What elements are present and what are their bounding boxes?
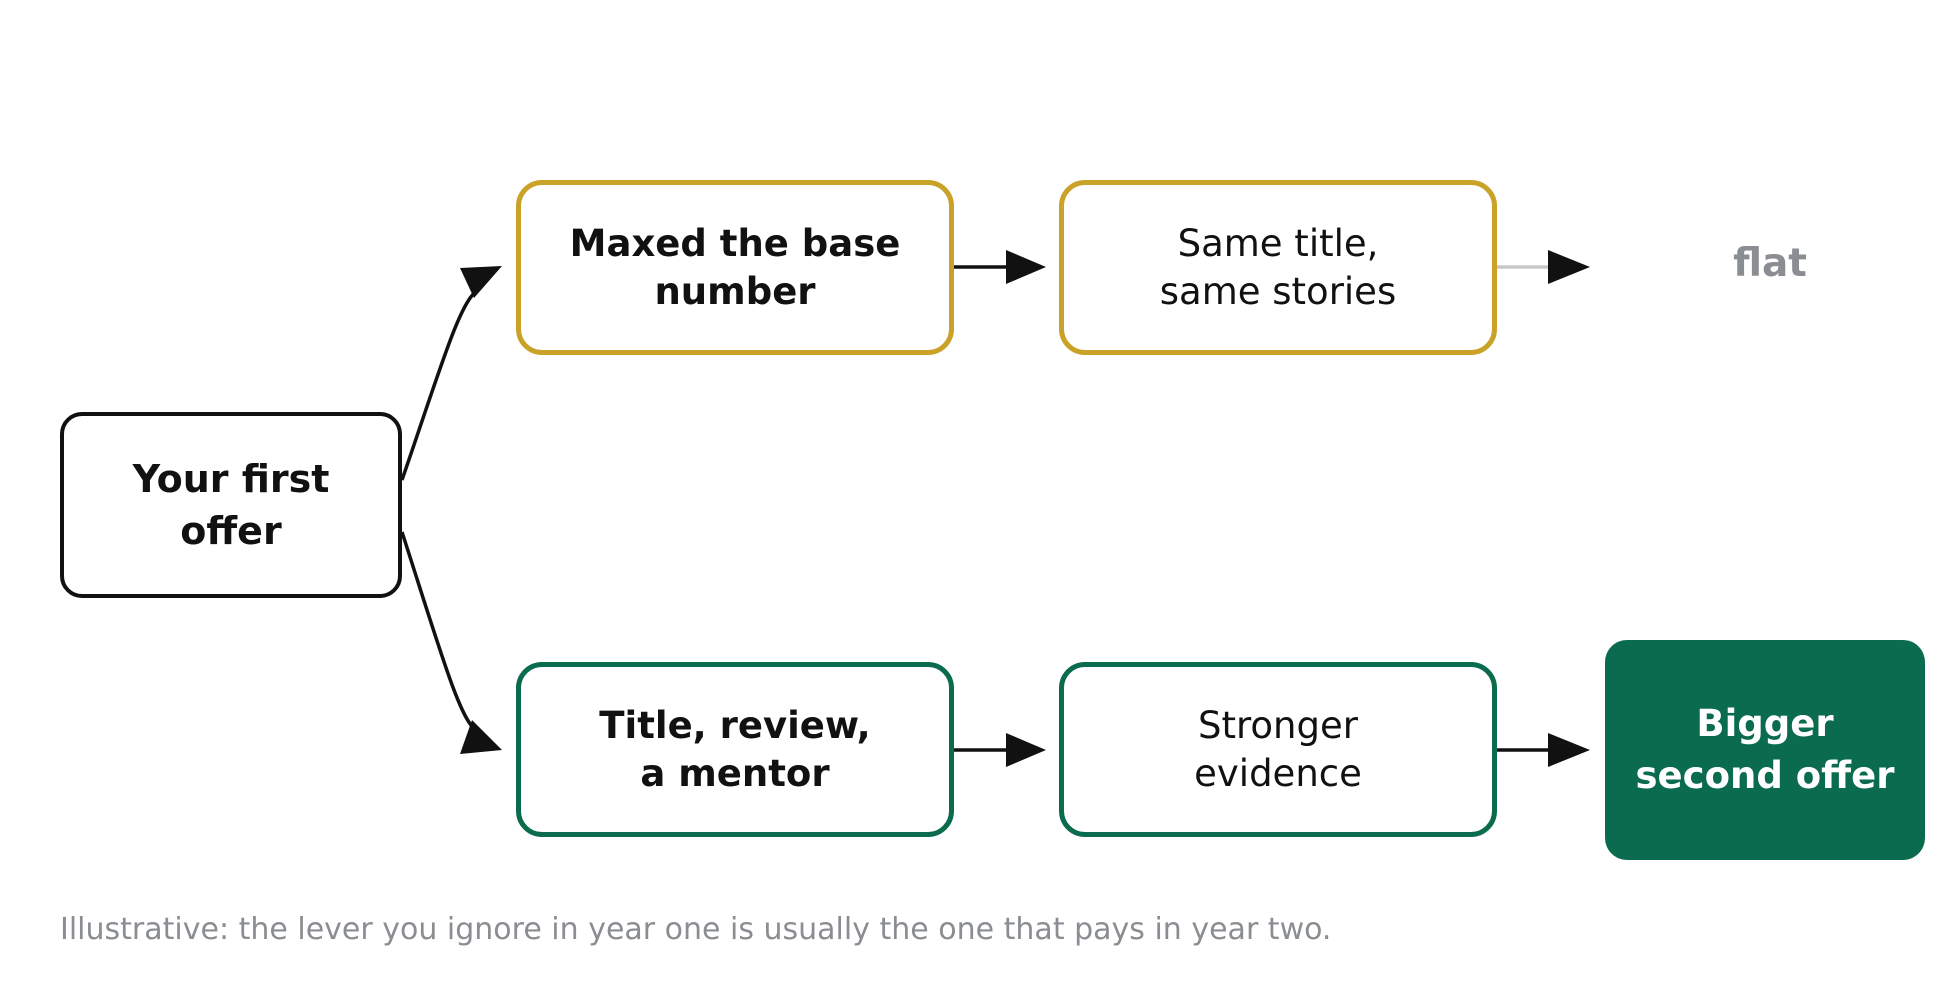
node-first-offer: Your first offer [60,412,402,598]
node-stronger-evidence: Stronger evidence [1059,662,1497,837]
branch-curve-top [400,288,480,481]
arrowhead-bottom-branch [460,720,502,754]
node-bigger-second-offer: Bigger second offer [1605,640,1925,860]
footnote-caption: Illustrative: the lever you ignore in ye… [60,912,1332,947]
arrowhead-top-2 [1548,250,1590,284]
node-same-title: Same title, same stories [1059,180,1497,355]
arrowhead-bottom-2 [1548,733,1590,767]
branch-curve-bottom [400,531,478,732]
arrowhead-top-1 [1006,250,1046,284]
outcome-flat-label: flat [1733,241,1807,286]
arrowhead-bottom-1 [1006,733,1046,767]
arrowhead-top-branch [460,266,502,298]
node-maxed-base: Maxed the base number [516,180,954,355]
node-title-review-mentor: Title, review, a mentor [516,662,954,837]
